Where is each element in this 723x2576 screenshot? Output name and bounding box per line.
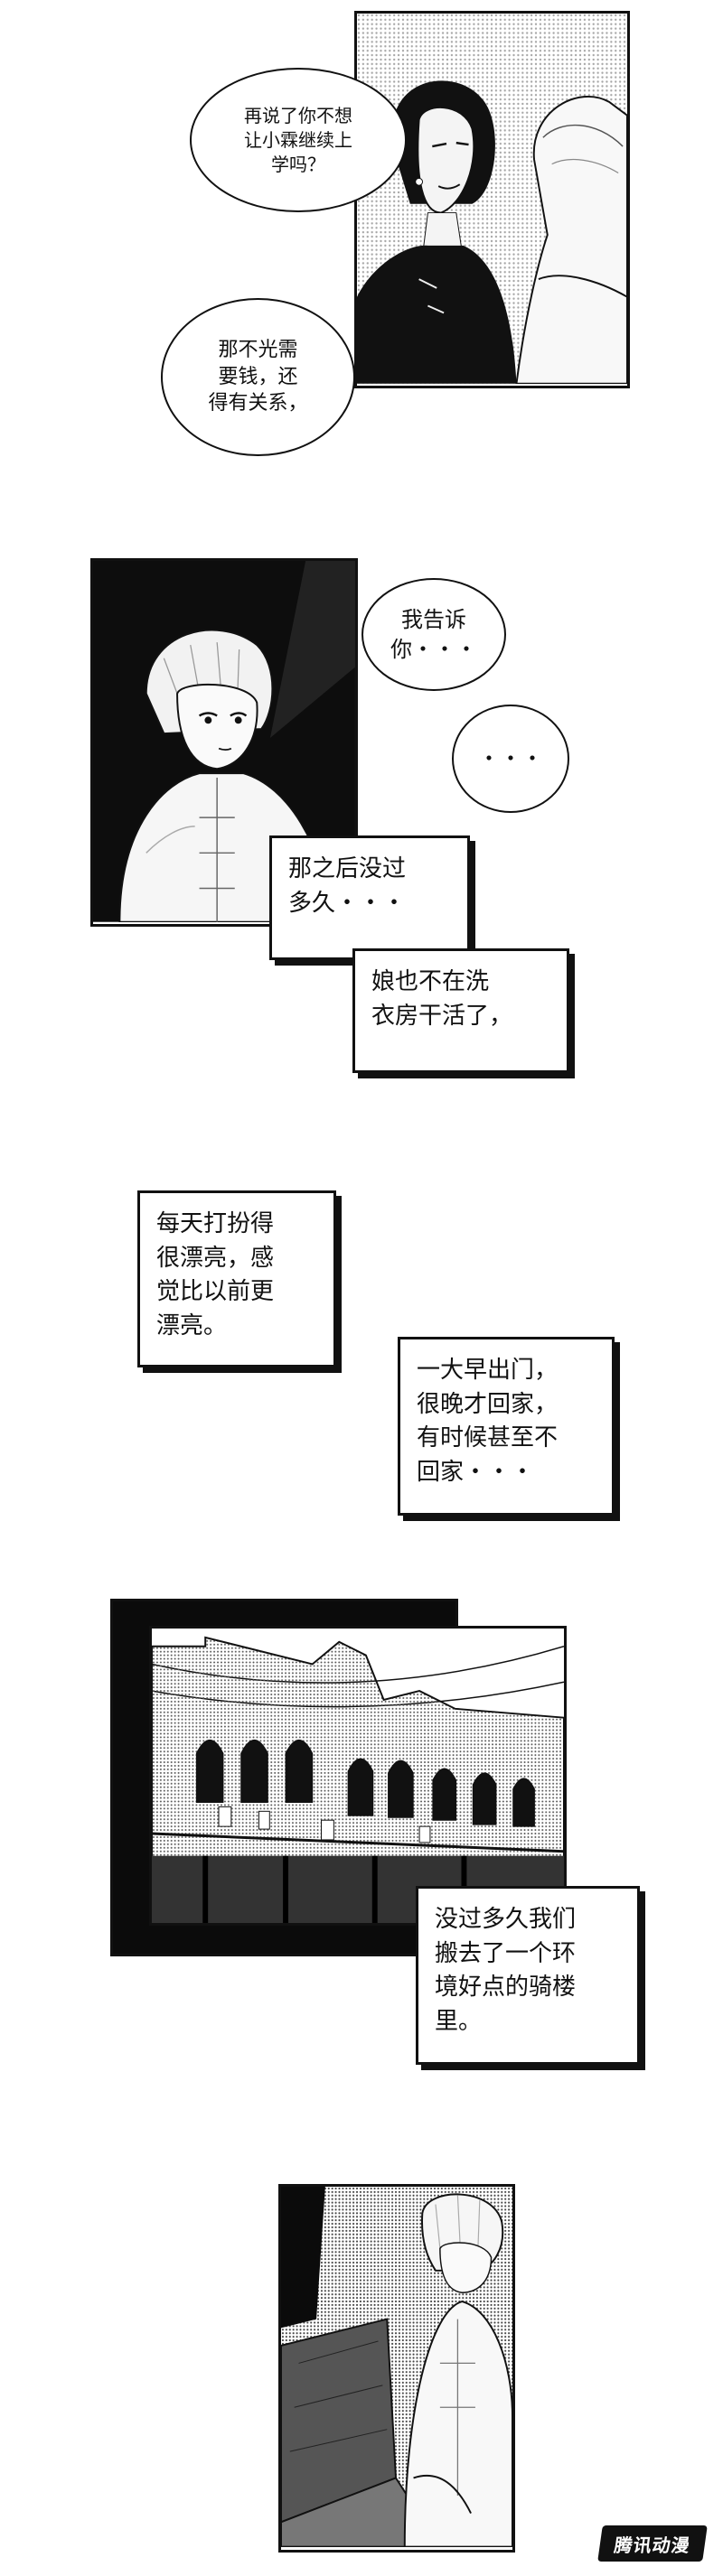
woman-illustration (357, 14, 627, 384)
speech-bubble-ellipsis: ・・・ (452, 705, 569, 813)
caption-moved: 没过多久我们 搬去了一个环 境好点的骑楼 里。 (416, 1886, 640, 2065)
speech-bubble-tell: 我告诉 你・・・ (362, 578, 506, 691)
speech-bubble-money: 那不光需 要钱，还 得有关系， (161, 298, 355, 456)
caption-mother: 娘也不在洗 衣房干活了， (352, 948, 569, 1073)
caption-after: 那之后没过 多久・・・ (269, 835, 470, 960)
panel-woman (354, 11, 630, 388)
panel-desk (278, 2184, 515, 2553)
panel-buildings (149, 1626, 567, 1926)
caption-dressed: 每天打扮得 很漂亮，感 觉比以前更 漂亮。 (137, 1190, 336, 1367)
buildings-illustration (152, 1629, 564, 1923)
desk-illustration (281, 2187, 512, 2547)
watermark-logo: 腾讯动漫 (597, 2525, 708, 2562)
caption-out: 一大早出门， 很晚才回家， 有时候甚至不 回家・・・ (398, 1337, 615, 1516)
speech-bubble-school: 再说了你不想 让小霖继续上 学吗？ (190, 68, 407, 212)
